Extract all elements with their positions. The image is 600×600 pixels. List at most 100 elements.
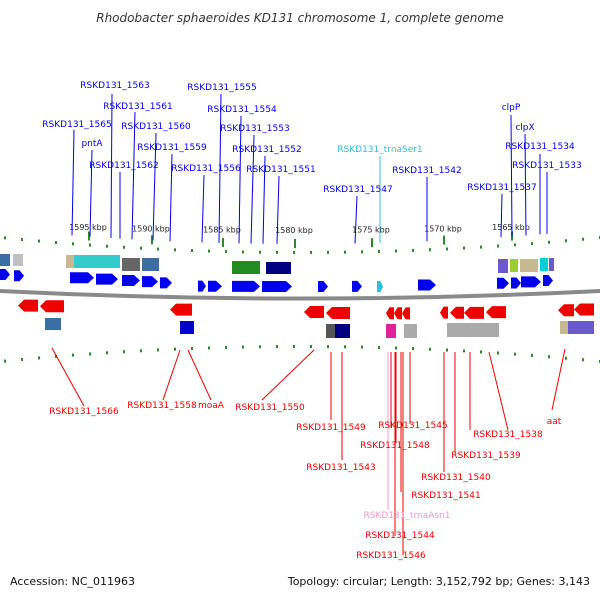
reverse-gene-label: RSKD131_1545 <box>378 421 447 431</box>
tick-mark-outer <box>72 242 74 246</box>
tick-mark-inner <box>191 346 193 350</box>
tick-mark-inner <box>140 349 142 353</box>
tick-mark-inner <box>480 350 482 354</box>
tick-mark-outer <box>225 250 227 254</box>
tick-mark-inner <box>361 345 363 349</box>
forward-leader-line <box>262 155 266 244</box>
reverse-gene-arrow <box>402 307 410 320</box>
reverse-gene-label: RSKD131_1558 <box>127 401 197 411</box>
tick-label: 1580 kbp <box>275 226 313 235</box>
reverse-gene-label: RSKD131_1544 <box>365 531 435 541</box>
tick-mark-outer <box>89 243 91 247</box>
cog-box <box>510 259 518 272</box>
reverse-gene-label: RSKD131_trnaAsn1 <box>363 511 450 521</box>
forward-gene-arrow <box>262 280 292 292</box>
tick-mark-inner <box>531 353 533 357</box>
forward-gene-arrow <box>352 280 362 292</box>
reverse-gene-arrow <box>18 299 38 312</box>
tick-mark-outer <box>480 245 482 249</box>
tick-mark-outer <box>157 247 159 251</box>
tick-mark-inner <box>106 351 108 355</box>
tick-mark-outer <box>174 248 176 252</box>
reverse-leader-line <box>162 349 181 401</box>
tick-mark-inner <box>582 358 584 362</box>
reverse-leader-line <box>51 347 85 407</box>
reverse-gene-arrow <box>40 300 64 313</box>
tick-mark-outer <box>191 249 193 253</box>
forward-gene-label: pntA <box>81 139 103 149</box>
forward-leader-line <box>510 114 513 237</box>
reverse-leader-line <box>187 349 212 401</box>
forward-gene-arrow <box>521 276 541 288</box>
forward-gene-arrow <box>142 276 158 288</box>
cog-box <box>549 258 554 271</box>
tick-mark-outer <box>565 239 567 243</box>
reverse-gene-label: moaA <box>198 401 225 411</box>
reverse-gene-label: RSKD131_1549 <box>296 423 366 433</box>
forward-leader-line <box>131 111 136 240</box>
reverse-gene-label: RSKD131_1540 <box>421 473 491 483</box>
tick-mark-inner <box>548 355 550 359</box>
forward-leader-line <box>238 115 242 244</box>
forward-gene-arrow <box>0 269 10 280</box>
reverse-gene-arrow <box>304 306 324 319</box>
tick-mark-outer <box>140 246 142 250</box>
reverse-gene-label: RSKD131_1538 <box>473 430 543 440</box>
accession-text: Accession: NC_011963 <box>10 575 135 588</box>
forward-gene-label: RSKD131_1560 <box>121 122 191 132</box>
forward-gene-label: RSKD131_1562 <box>89 161 158 171</box>
tick-mark-inner <box>55 355 57 359</box>
tick-mark-inner <box>225 345 227 349</box>
forward-gene-label: RSKD131_1537 <box>467 183 536 193</box>
forward-leader-line <box>354 195 358 244</box>
tick-mark-inner <box>259 345 261 349</box>
tick-mark-inner <box>89 352 91 356</box>
tick-mark-outer <box>208 249 210 253</box>
tick-mark-inner <box>565 356 567 360</box>
tick-mark-outer <box>38 239 40 243</box>
forward-leader-line <box>169 153 173 242</box>
forward-gene-label: RSKD131_1555 <box>187 83 256 93</box>
tick-mark-outer <box>412 248 414 252</box>
tick-mark-inner <box>412 347 414 351</box>
summary-text: Topology: circular; Length: 3,152,792 bp… <box>287 575 590 588</box>
cog-box <box>74 255 120 268</box>
forward-gene-arrow <box>122 274 140 286</box>
forward-gene-label: RSKD131_trnaSer1 <box>337 145 422 155</box>
reverse-gene-arrow <box>558 304 574 317</box>
cog-box <box>335 324 350 338</box>
forward-gene-label: RSKD131_1559 <box>137 143 207 153</box>
forward-gene-arrow <box>418 279 436 291</box>
forward-leader-line <box>250 134 255 244</box>
tick-mark-outer <box>582 237 584 241</box>
tick-mark-inner <box>157 348 159 352</box>
tick-mark-inner <box>378 346 380 350</box>
map-title: Rhodobacter sphaeroides KD131 chromosome… <box>96 11 504 25</box>
tick-mark-inner <box>497 351 499 355</box>
cog-box <box>180 321 194 334</box>
reverse-gene-arrow <box>440 306 448 319</box>
tick-mark-outer <box>378 249 380 253</box>
tick-mark-inner <box>21 357 23 361</box>
forward-leader-line <box>110 93 113 239</box>
major-tick-mark <box>151 235 153 245</box>
tick-mark-outer <box>327 250 329 254</box>
tick-mark-inner <box>123 350 125 354</box>
reverse-gene-arrow <box>326 307 350 320</box>
reverse-gene-label: RSKD131_1550 <box>235 403 305 413</box>
reverse-gene-arrow <box>394 307 402 320</box>
forward-gene-arrow <box>497 277 509 289</box>
tick-label: 1570 kbp <box>424 225 462 234</box>
forward-gene-label: clpX <box>515 123 534 133</box>
tick-mark-outer <box>293 250 295 254</box>
major-tick-mark <box>443 235 445 245</box>
cog-category-boxes <box>0 254 594 338</box>
tick-mark-outer <box>548 240 550 244</box>
reverse-gene-label: RSKD131_1566 <box>49 407 119 417</box>
tick-mark-outer <box>344 250 346 254</box>
cog-box <box>520 259 538 272</box>
tick-label: 1565 kbp <box>492 223 530 232</box>
